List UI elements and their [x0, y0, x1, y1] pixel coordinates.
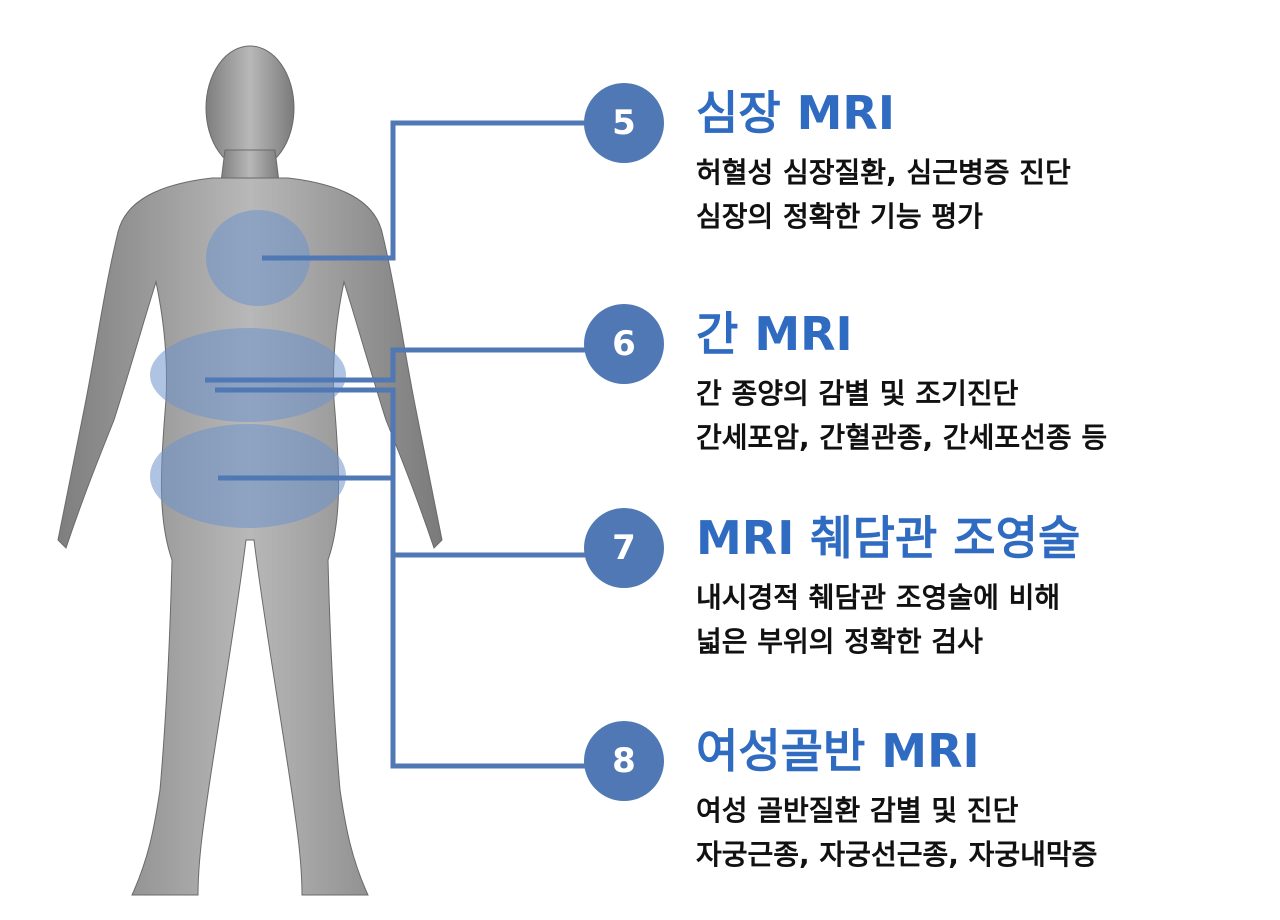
item-title: MRI 췌담관 조영술 — [696, 511, 1081, 565]
description-line: 내시경적 췌담관 조영술에 비해 — [696, 581, 1061, 614]
liver-highlight — [150, 328, 346, 422]
description-line: 자궁근종, 자궁선근종, 자궁내막증 — [696, 838, 1098, 871]
item-description: 허혈성 심장질환, 심근병증 진단 심장의 정확한 기능 평가 — [696, 151, 1071, 239]
connector-lines — [205, 120, 590, 769]
item-description: 간 종양의 감별 및 조기진단 간세포암, 간혈관종, 간세포선종 등 — [696, 372, 1107, 460]
description-line: 넓은 부위의 정확한 검사 — [696, 625, 983, 658]
highlight-regions — [150, 210, 346, 528]
item-title: 여성골반 MRI — [696, 724, 980, 778]
number-badge: 5 — [584, 83, 664, 163]
item-title: 심장 MRI — [696, 86, 895, 140]
connector-mrcp — [215, 387, 590, 558]
connector-heart — [262, 120, 590, 261]
item-title: 간 MRI — [696, 307, 853, 361]
number-badge: 8 — [584, 721, 664, 801]
item-description: 내시경적 췌담관 조영술에 비해 넓은 부위의 정확한 검사 — [696, 576, 1060, 664]
heart-highlight — [206, 210, 310, 306]
number-badge: 7 — [584, 508, 664, 588]
item-description: 여성 골반질환 감별 및 진단 자궁근종, 자궁선근종, 자궁내막증 — [696, 789, 1097, 877]
number-badge: 6 — [584, 304, 664, 384]
body-silhouette — [57, 45, 443, 896]
description-line: 간세포암, 간혈관종, 간세포선종 등 — [696, 421, 1108, 454]
connector-liver — [205, 347, 590, 383]
description-line: 심장의 정확한 기능 평가 — [696, 200, 983, 233]
connector-pelvis — [218, 475, 590, 769]
description-line: 여성 골반질환 감별 및 진단 — [696, 794, 1019, 827]
description-line: 간 종양의 감별 및 조기진단 — [696, 377, 1019, 410]
description-line: 허혈성 심장질환, 심근병증 진단 — [696, 156, 1071, 189]
